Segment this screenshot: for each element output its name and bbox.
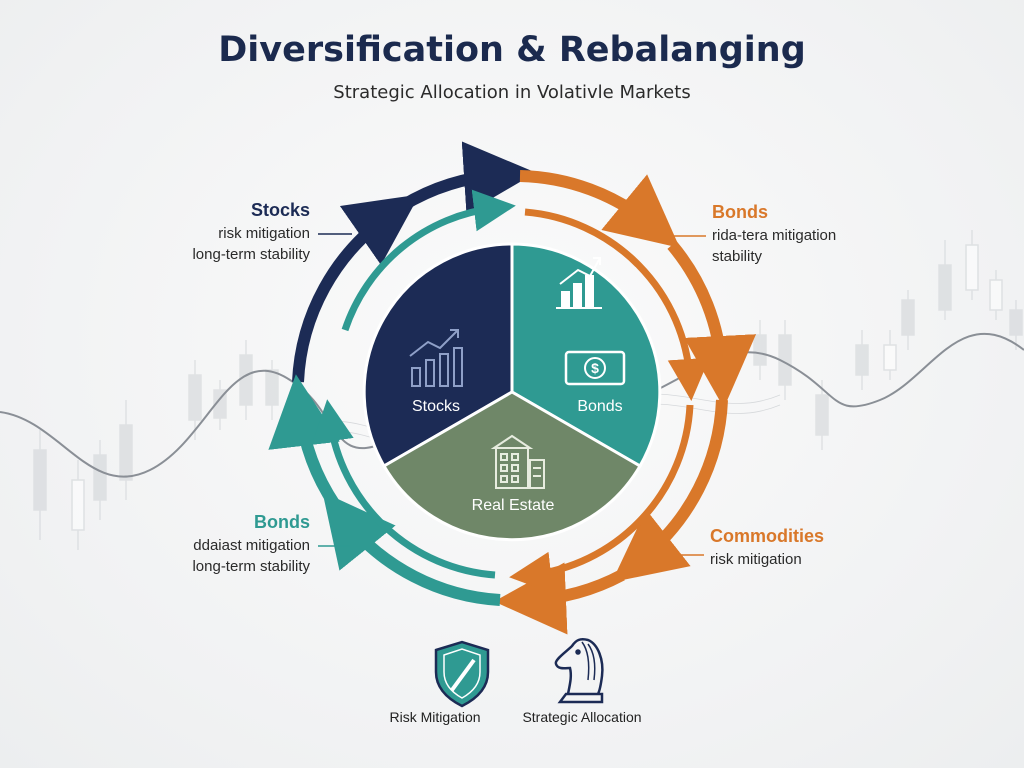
callout-stocks-line-2: long-term stability [192,246,310,263]
callout-bonds-left: Bonds ddaiast mitigation long-term stabi… [150,512,310,575]
callout-bonds-right-heading: Bonds [712,202,768,222]
orange-bottom-arc [494,562,625,635]
chess-knight-icon [554,638,604,704]
callout-bonds-right-line-2: stability [712,248,763,265]
callout-stocks-heading: Stocks [250,200,310,220]
inner-cycle-arrows [312,189,710,594]
callout-commodities: Commodities risk mitigation [710,526,890,568]
dollar-bill-icon: $ [564,350,626,386]
bar-chart-up-icon [556,257,602,309]
orange-lower-arc [611,399,728,583]
callout-stocks: Stocks risk mitigation long-term stabili… [150,200,310,263]
building-icon [490,434,545,489]
callout-commodities-line-1: risk mitigation [710,551,802,568]
navy-outer-arc [292,194,420,383]
callout-bonds-right-line-1: rida-tera mitigation [712,227,837,244]
callout-bonds-left-line-2: long-term stability [192,558,310,575]
teal-inner-left-arc [312,399,496,579]
segment-label-stocks: Stocks [411,398,460,415]
callout-bonds-left-heading: Bonds [254,512,310,532]
orange-inner-right-arc [524,208,710,401]
pie-segment-stocks[interactable] [362,242,514,469]
allocation-pie [362,242,662,542]
teal-inner-top-arc [341,189,516,332]
shield-icon [434,640,490,708]
navy-top-arc [398,141,536,214]
svg-text:$: $ [591,360,599,376]
page-title: Diversification & Rebalanging [218,30,806,70]
teal-left-arc [268,374,341,509]
callout-commodities-heading: Commodities [710,526,825,546]
orange-inner-bottom-arc [509,404,694,594]
outer-cycle-arrows [268,141,757,635]
callout-stocks-line-1: risk mitigation [218,225,310,242]
growth-chart-icon [409,329,463,387]
callout-bonds-right: Bonds rida-tera mitigation stability [712,202,892,265]
page-subtitle: Strategic Allocation in Volativle Market… [333,82,691,103]
pie-segment-bonds[interactable] [510,242,662,469]
callout-bonds-left-line-1: ddaiast mitigation [193,537,310,554]
segment-label-bonds: Bonds [577,398,623,415]
risk-mitigation-label: Risk Mitigation [389,709,481,725]
orange-top-arc [519,170,680,248]
callout-lines [318,233,706,556]
segment-label-real-estate: Real Estate [471,497,555,514]
teal-bottom-arc [322,491,501,606]
orange-right-arc [667,241,757,408]
strategic-allocation-label: Strategic Allocation [522,709,642,725]
